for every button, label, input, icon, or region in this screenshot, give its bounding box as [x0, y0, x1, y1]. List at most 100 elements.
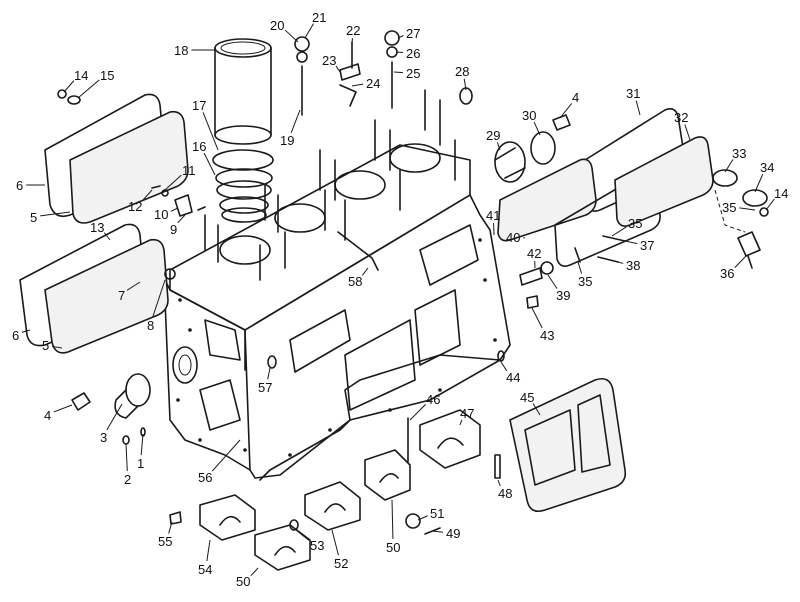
callout-c8: 8 [147, 279, 166, 333]
callout-c14b: 14 [765, 186, 788, 211]
callout-c42: 42 [527, 246, 541, 269]
leader-line [497, 479, 501, 487]
leader-line [395, 51, 404, 54]
callout-c54: 54 [198, 539, 212, 577]
part-number-label: 17 [192, 98, 206, 113]
callout-c28: 28 [455, 64, 469, 91]
part-number-label: 33 [732, 146, 746, 161]
leader-line [304, 23, 314, 39]
part-number-label: 5 [42, 338, 49, 353]
leader-line [152, 279, 166, 318]
bearing-cap-50-lower [254, 524, 311, 571]
callout-c6b: 6 [12, 328, 31, 343]
part-number-label: 8 [147, 318, 154, 333]
callout-c23: 23 [322, 53, 341, 73]
leader-line [617, 261, 624, 264]
part-number-label: 14 [74, 68, 88, 83]
part-number-label: 39 [556, 288, 570, 303]
leader-line [40, 211, 71, 217]
part-number-label: 48 [498, 486, 512, 501]
leader-line [533, 121, 541, 136]
leader-line [559, 103, 573, 119]
part-number-label: 50 [236, 574, 250, 589]
leader-line [577, 261, 583, 274]
part-number-label: 46 [426, 392, 440, 407]
callout-c5a: 5 [30, 210, 71, 225]
leader-line [459, 419, 463, 426]
callout-c45: 45 [520, 390, 541, 416]
oil-pan-gasket [509, 377, 627, 513]
leader-line [142, 189, 153, 201]
leader-line [765, 198, 775, 211]
callout-c20: 20 [270, 18, 299, 43]
leader-line [202, 112, 219, 151]
leader-line [391, 499, 394, 540]
leader-line [417, 515, 428, 521]
leader-line [140, 433, 144, 456]
part-number-label: 55 [158, 534, 172, 549]
callout-c19: 19 [280, 109, 301, 148]
leader-line [63, 80, 75, 93]
leader-line [164, 174, 182, 191]
leader-line [724, 159, 734, 173]
callout-c12: 12 [128, 189, 153, 214]
part-number-label: 7 [118, 288, 125, 303]
leader-line [103, 232, 111, 241]
part-number-label: 23 [322, 53, 336, 68]
part-number-label: 4 [44, 408, 51, 423]
callout-c3: 3 [100, 403, 123, 445]
leader-line [739, 207, 756, 211]
cylinder-liner [212, 38, 274, 223]
leader-line [496, 142, 501, 151]
part-number-label: 2 [124, 472, 131, 487]
callout-c10: 10 [154, 207, 179, 222]
part-number-label: 49 [446, 526, 460, 541]
part-number-label: 29 [486, 128, 500, 143]
leader-line [177, 214, 186, 224]
leader-line [203, 152, 216, 176]
callout-c24: 24 [351, 76, 380, 91]
part-number-label: 58 [348, 274, 362, 289]
callout-c38: 38 [617, 258, 640, 273]
callout-c4a: 4 [44, 404, 73, 423]
callout-c56: 56 [198, 439, 241, 485]
callout-c16: 16 [192, 139, 216, 176]
callout-c27: 27 [397, 26, 420, 41]
side-cover-upper [44, 93, 189, 224]
callout-c26: 26 [395, 46, 420, 61]
part-number-label: 13 [90, 220, 104, 235]
leader-line [463, 78, 467, 91]
leader-line [393, 71, 404, 74]
part-number-label: 12 [128, 199, 142, 214]
callout-c7: 7 [118, 281, 141, 303]
callout-c57: 57 [258, 367, 272, 395]
callout-c14a: 14 [63, 68, 88, 93]
callout-c13: 13 [90, 220, 111, 241]
leader-line [77, 79, 100, 99]
part-number-label: 11 [182, 163, 196, 178]
part-number-label: 41 [486, 208, 500, 223]
callout-c4b: 4 [559, 90, 579, 119]
callout-c2: 2 [124, 443, 131, 487]
callout-c6a: 6 [16, 178, 45, 193]
part-number-label: 25 [406, 66, 420, 81]
part-number-label: 24 [366, 76, 380, 91]
callout-c11: 11 [164, 163, 196, 191]
part-number-label: 52 [334, 556, 348, 571]
callout-c50a: 50 [386, 499, 400, 555]
callout-c37: 37 [624, 238, 654, 253]
leader-line [331, 529, 339, 556]
part-number-label: 6 [12, 328, 19, 343]
leader-line [361, 267, 369, 276]
callout-c49: 49 [431, 526, 460, 541]
callout-c52: 52 [331, 529, 348, 571]
leader-line [431, 530, 444, 533]
callout-c50b: 50 [236, 567, 259, 589]
callout-c34: 34 [754, 160, 774, 193]
leader-line [170, 207, 179, 212]
leader-line [684, 124, 691, 141]
leader-line [250, 567, 259, 577]
part-number-label: 40 [506, 230, 520, 245]
